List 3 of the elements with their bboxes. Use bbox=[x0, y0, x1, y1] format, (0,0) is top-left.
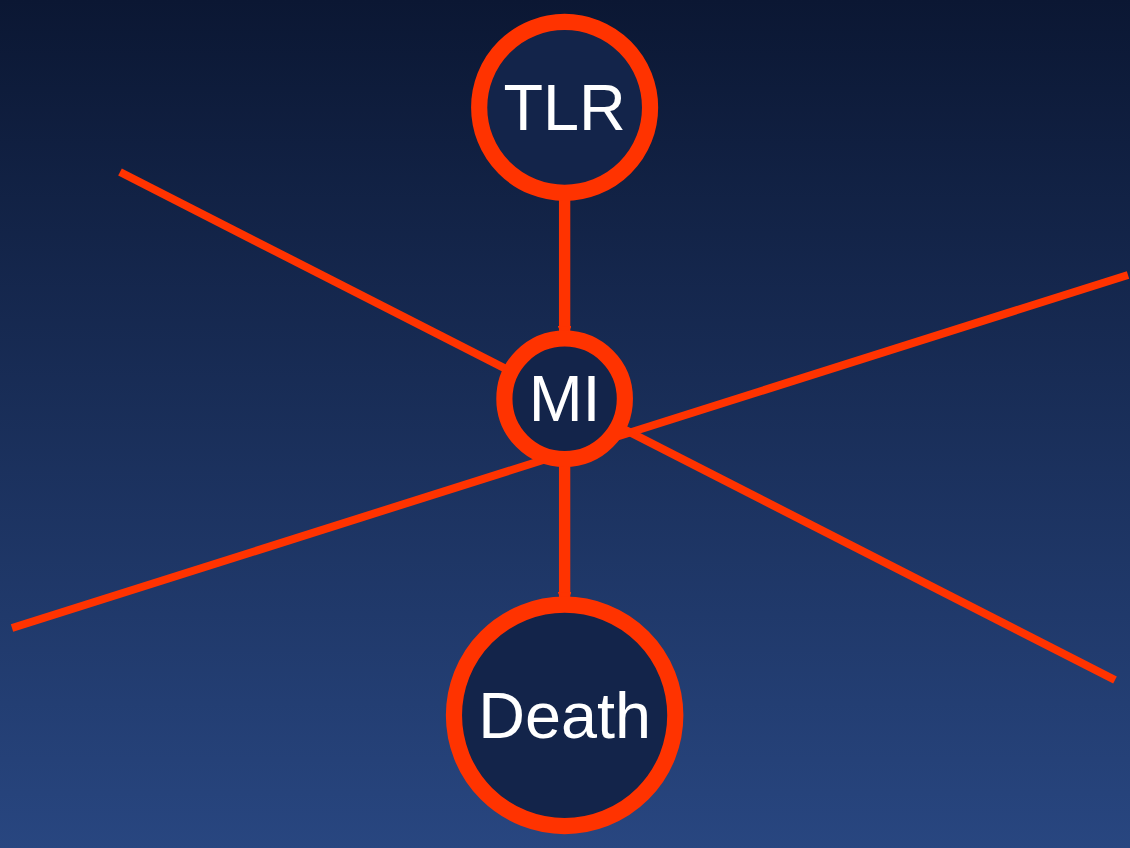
node-circle: Death bbox=[446, 596, 684, 835]
node-circle: TLR bbox=[471, 13, 659, 201]
node-circle: MI bbox=[496, 330, 634, 468]
